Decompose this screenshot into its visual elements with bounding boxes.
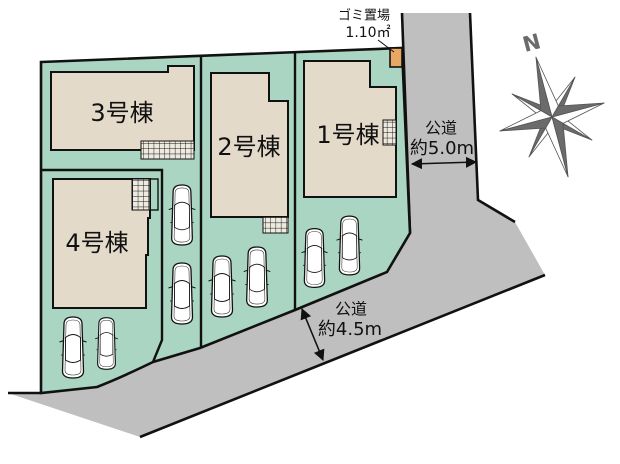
public-road: [8, 13, 545, 437]
building-3-label: 3号棟: [90, 99, 153, 127]
car-icon: [168, 184, 196, 246]
car-icon: [336, 215, 363, 276]
building-4-label: 4号棟: [65, 229, 128, 257]
building-2-footprint: [210, 72, 289, 218]
road-south-type: 公道: [335, 300, 367, 319]
car-icon: [243, 246, 271, 308]
double-arrow-icon: [300, 307, 325, 362]
car-icon: [94, 317, 119, 370]
building-1: 1号棟: [303, 60, 397, 198]
garbage-area-size: 1.10㎡: [345, 25, 390, 41]
garbage-leader-line: [377, 39, 395, 53]
double-arrow-icon: [410, 156, 478, 170]
building-4: 4号棟: [52, 178, 159, 309]
road-edge-east: [468, 12, 516, 224]
road-south-width: 約4.5m: [318, 319, 382, 340]
garbage-area-label: ゴミ置場: [338, 8, 390, 24]
building-2: 2号棟: [210, 72, 289, 234]
car-icon: [168, 262, 196, 325]
car-icon: [301, 227, 328, 289]
balcony-grid: [262, 216, 289, 234]
car-icon: [59, 316, 87, 379]
balcony-grid: [140, 140, 195, 160]
lot-divider-3-4: [41, 168, 164, 363]
north-label: N: [520, 29, 543, 57]
balcony-grid: [382, 119, 397, 146]
building-2-label: 2号棟: [217, 133, 280, 161]
road-south-annotation: 公道 約4.5m: [300, 300, 382, 362]
building-1-label: 1号棟: [316, 121, 379, 149]
road-edge-south: [139, 273, 546, 439]
compass-rose-icon: N: [499, 29, 605, 178]
car-icon: [208, 255, 236, 318]
balcony-grid: [131, 178, 151, 211]
road-east-width: 約5.0m: [410, 138, 474, 159]
road-east-type: 公道: [425, 119, 457, 138]
building-3: 3号棟: [50, 65, 195, 160]
porch-outline: [149, 178, 159, 211]
building-3-footprint: [50, 65, 195, 151]
road-east-annotation: 公道 約5.0m: [410, 119, 478, 170]
garbage-area: [389, 47, 403, 68]
site-boundary: [39, 46, 412, 395]
building-1-footprint: [303, 60, 397, 198]
